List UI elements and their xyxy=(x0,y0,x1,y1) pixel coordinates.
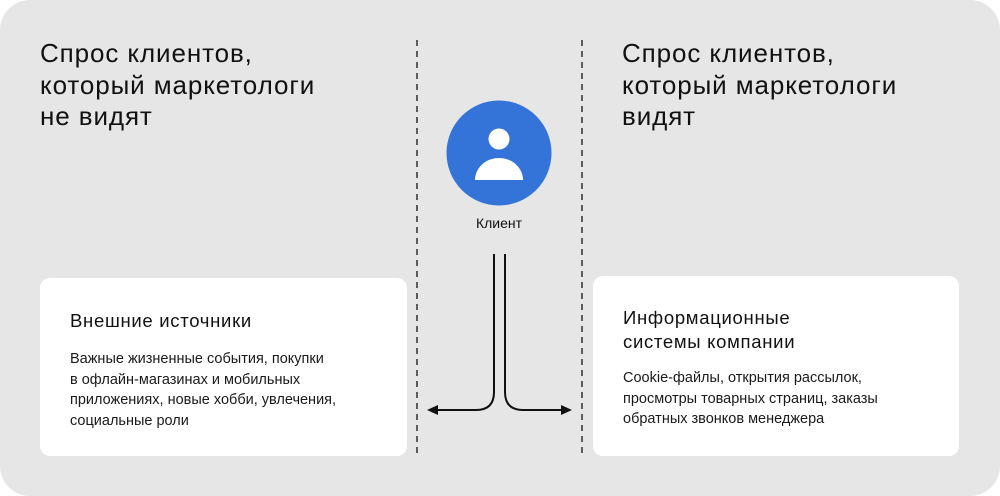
arrow-to-right xyxy=(504,254,563,411)
arrow-head-right xyxy=(561,405,572,415)
right-column-title: Спрос клиентов, который маркетологи видя… xyxy=(622,38,898,131)
external-sources-card: Внешние источники Важные жизненные событ… xyxy=(40,278,407,456)
external-sources-body: Важные жизненные события, покупки в офла… xyxy=(70,351,337,430)
company-systems-heading: Информационные системы компании xyxy=(623,307,796,352)
external-sources-heading: Внешние источники xyxy=(70,310,252,331)
user-icon xyxy=(446,100,552,206)
arrow-to-left xyxy=(436,254,495,411)
arrow-head-left xyxy=(427,405,438,415)
client-label: Клиент xyxy=(475,215,523,231)
company-systems-card: Информационные системы компании Cookie-ф… xyxy=(593,276,959,456)
company-systems-body: Cookie-файлы, открытия рассылок, просмот… xyxy=(623,370,878,428)
left-column-title: Спрос клиентов, который маркетологи не в… xyxy=(40,38,316,131)
